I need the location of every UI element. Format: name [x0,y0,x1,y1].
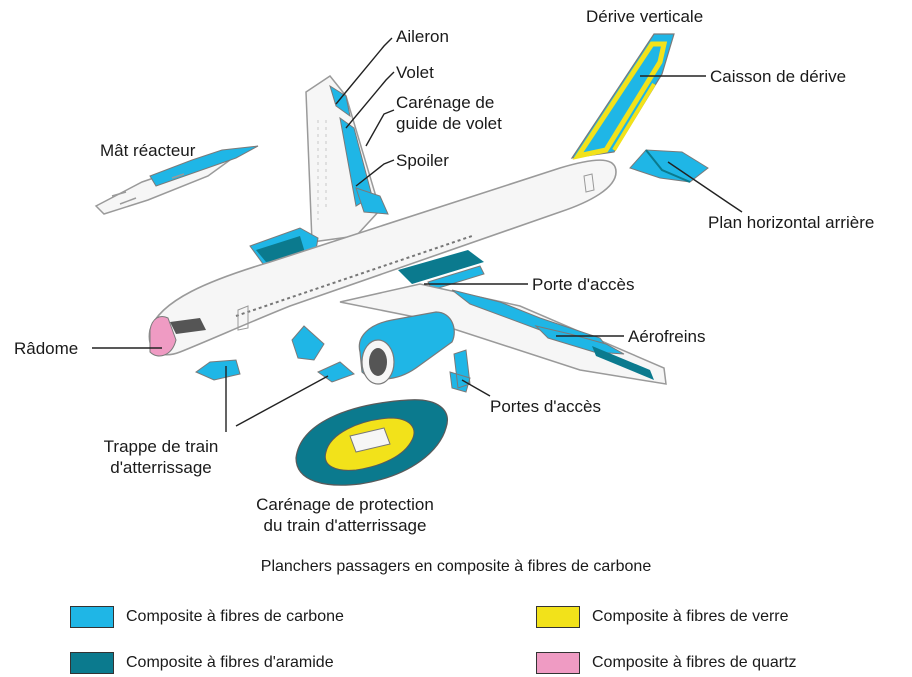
legend-swatch-carbon [70,606,114,628]
far-wing [305,74,389,243]
legend-item-aramide: Composite à fibres d'aramide [70,651,334,675]
label-aerofreins: Aérofreins [628,327,706,346]
landing-gear-door-2 [291,325,325,361]
vertical-tail [570,33,675,160]
horizontal-stabilizer [629,149,709,183]
near-engine [358,311,455,385]
label-trappe-2: d'atterrissage [110,458,212,477]
label-aileron: Aileron [396,27,449,46]
legend-label-aramide: Composite à fibres d'aramide [126,654,334,671]
legend-swatch-aramide [70,652,114,674]
label-carenage-protection-2: du train d'atterrissage [263,516,427,535]
legend-item-quartz: Composite à fibres de quartz [536,651,797,675]
legend-label-quartz: Composite à fibres de quartz [592,654,797,671]
far-wing-aileron [329,84,351,118]
caption-floors: Planchers passagers en composite à fibre… [260,558,652,575]
tail-glass-panel [572,41,668,160]
label-portes-acces: Portes d'accès [490,397,601,416]
label-carenage-protection-1: Carénage de protection [256,495,434,514]
belly-fairing-aramide [398,250,484,284]
label-spoiler: Spoiler [396,151,449,170]
label-trappe-1: Trappe de train [103,437,219,456]
fuselage [148,159,617,357]
legend-swatch-quartz [536,652,580,674]
label-carenage-guide-2: guide de volet [396,114,502,133]
legend-label-carbon: Composite à fibres de carbone [126,608,344,625]
airbrakes-panel [534,325,625,355]
label-porte-acces: Porte d'accès [532,275,635,294]
far-wing-spoiler [355,187,389,215]
label-mat-reacteur: Mât réacteur [100,141,196,160]
legend-swatch-verre [536,606,580,628]
near-wing [339,283,667,385]
legend-item-carbon: Composite à fibres de carbone [70,605,344,629]
label-derive-verticale: Dérive verticale [586,7,704,26]
label-caisson-derive: Caisson de dérive [710,67,847,86]
label-volet: Volet [396,63,434,82]
near-wing-carbon-panels [451,289,608,347]
access-doors-detached [449,349,471,393]
legend-label-verre: Composite à fibres de verre [592,608,789,625]
legend-item-verre: Composite à fibres de verre [536,605,789,629]
leader-lines [92,37,743,432]
label-radome: Râdome [14,339,79,358]
landing-gear-door-1 [194,359,241,381]
label-plan-horizontal: Plan horizontal arrière [708,213,875,232]
label-carenage-guide-1: Carénage de [396,93,495,112]
gear-fairing [295,399,448,486]
radome-quartz [149,316,177,357]
engine-pylon-detached [94,145,259,215]
